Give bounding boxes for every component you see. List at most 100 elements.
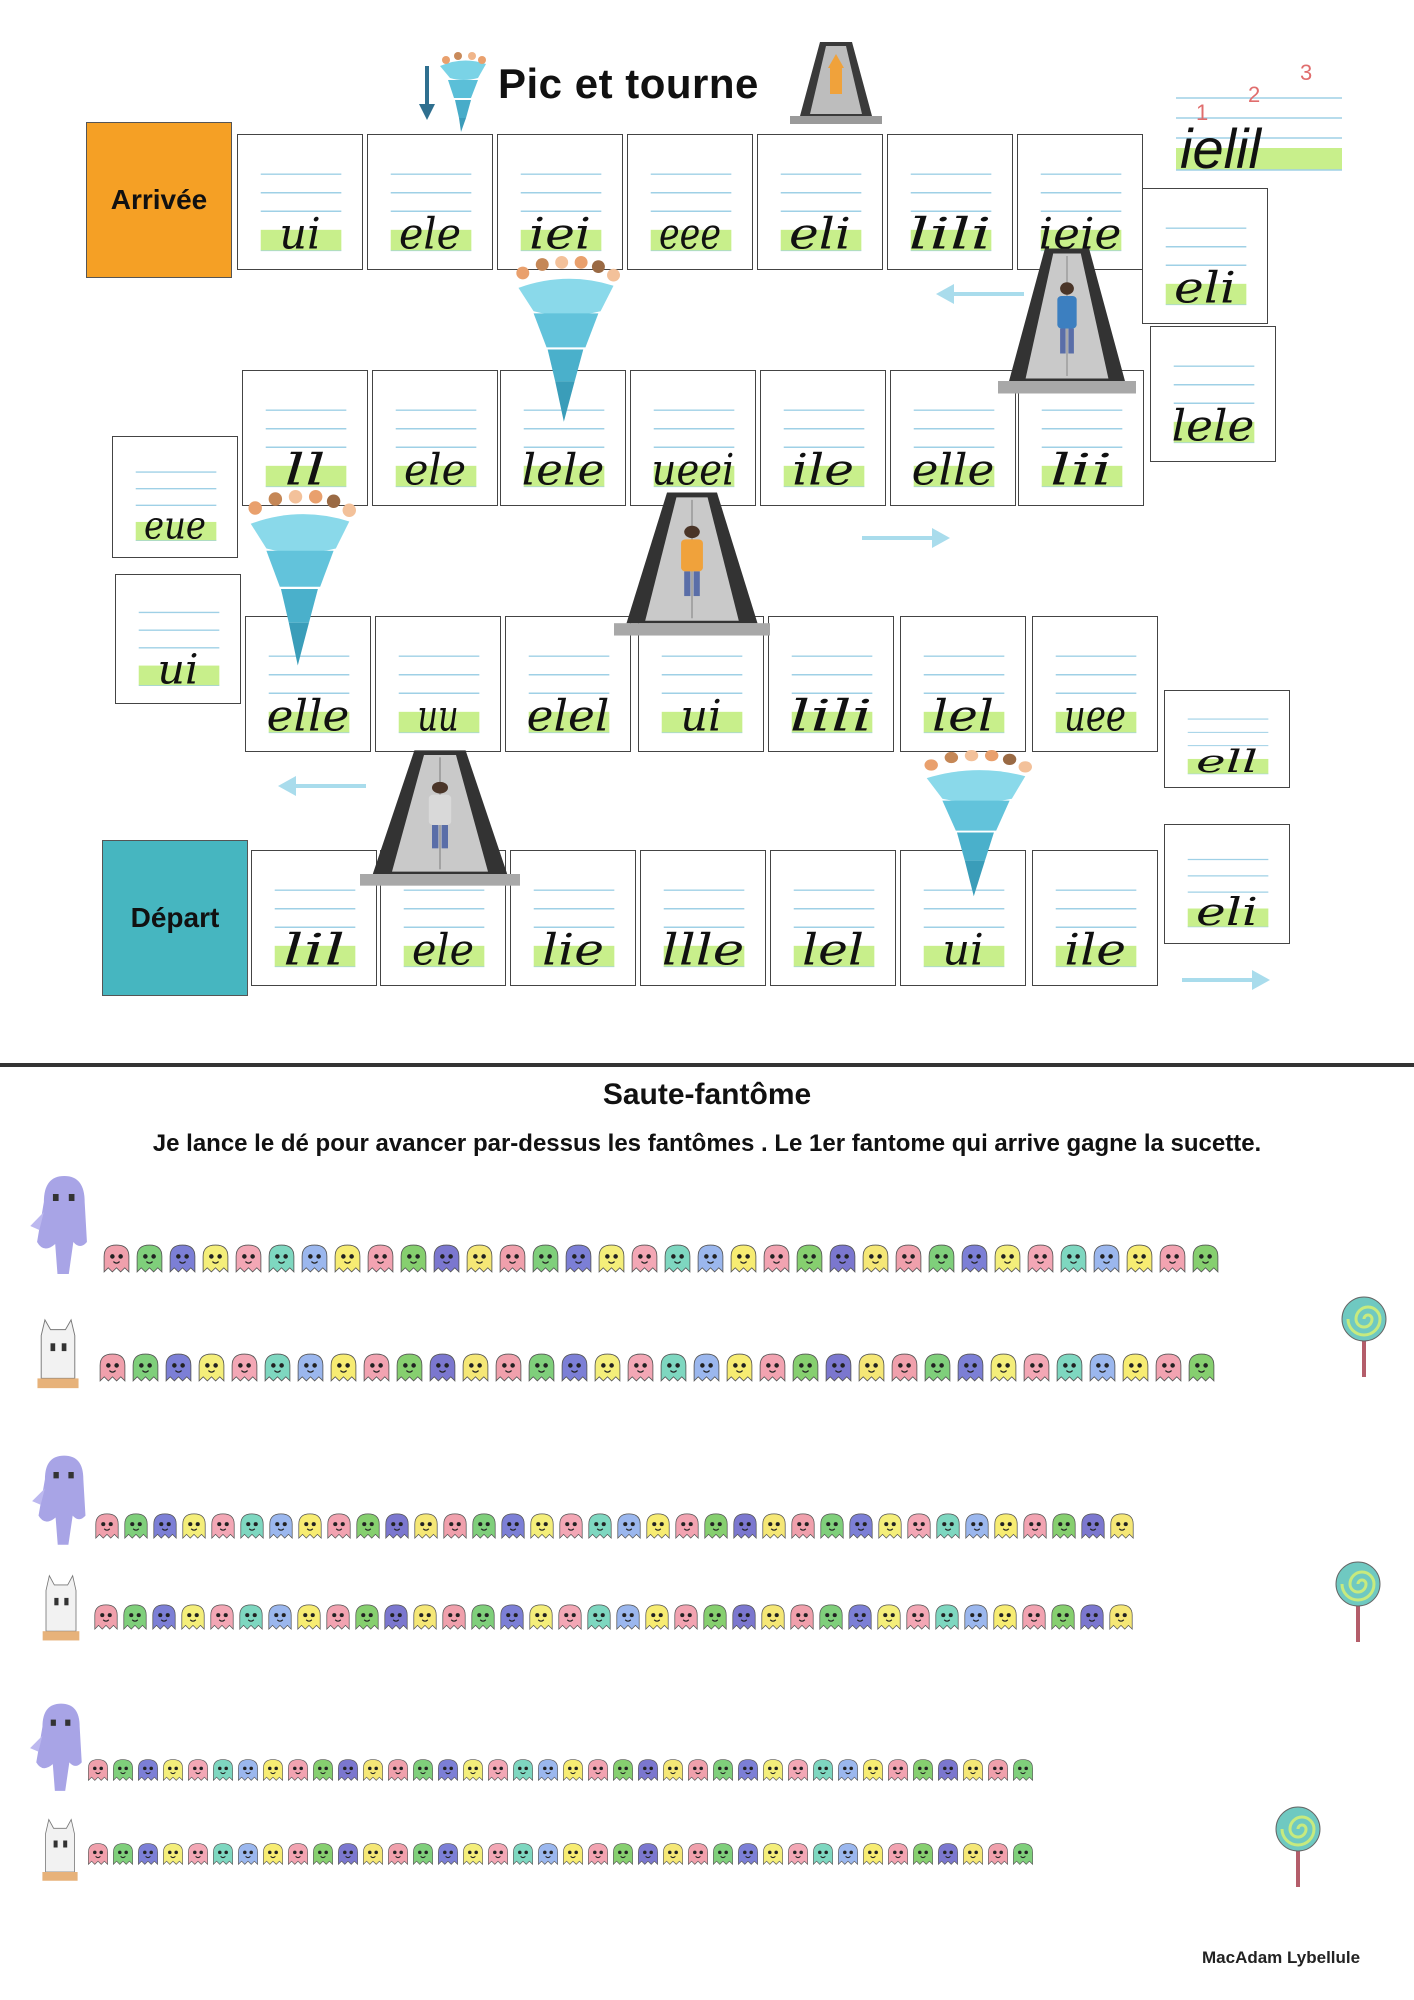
ghost-space xyxy=(200,1243,231,1274)
ghost-space xyxy=(493,1352,524,1383)
ghost-game-instructions: Je lance le dé pour avancer par-dessus l… xyxy=(152,1130,1262,1157)
ghost-space xyxy=(151,1512,179,1540)
card-word: lele xyxy=(1172,401,1255,451)
ghost-space xyxy=(236,1758,260,1782)
board-card: ele xyxy=(372,370,498,506)
ghost-space xyxy=(295,1352,326,1383)
ghost-space xyxy=(818,1512,846,1540)
ghost-track xyxy=(97,1352,1217,1383)
ghost-space xyxy=(728,1243,759,1274)
ghost-space xyxy=(1011,1842,1035,1866)
ghost-space xyxy=(365,1243,396,1274)
ghost-space xyxy=(196,1352,227,1383)
board-card: eue xyxy=(112,436,238,558)
card-word: elle xyxy=(267,691,350,741)
ghost-space xyxy=(229,1352,260,1383)
ghost-space xyxy=(179,1603,207,1631)
ghost-space xyxy=(461,1842,485,1866)
ghost-space xyxy=(936,1758,960,1782)
ghost-space xyxy=(267,1512,295,1540)
board-card: ele xyxy=(367,134,493,270)
ghost-space xyxy=(383,1512,411,1540)
ghost-space xyxy=(893,1243,924,1274)
ghost-space xyxy=(436,1842,460,1866)
ghost-space xyxy=(299,1243,330,1274)
ghost-space xyxy=(686,1758,710,1782)
ghost-space xyxy=(691,1352,722,1383)
ghost-space xyxy=(661,1842,685,1866)
escalator-right-icon xyxy=(998,246,1136,396)
card-word: elle xyxy=(912,445,995,495)
ghost-space xyxy=(411,1758,435,1782)
depart-label: Départ xyxy=(130,902,220,933)
ghost-space xyxy=(238,1512,266,1540)
ghost-space xyxy=(934,1512,962,1540)
card-word: ile xyxy=(1064,925,1126,975)
card-word: ll xyxy=(284,445,325,495)
ghost-space xyxy=(644,1512,672,1540)
ghost-space xyxy=(586,1842,610,1866)
white-ghost-pawn-icon xyxy=(36,1816,84,1886)
ghost-space xyxy=(536,1842,560,1866)
ghost-space xyxy=(464,1243,495,1274)
board-card: llle xyxy=(640,850,766,986)
card-word: llle xyxy=(662,925,745,975)
ghost-space xyxy=(701,1603,729,1631)
board-card: ieie xyxy=(1017,134,1143,270)
ghost-space xyxy=(761,1243,792,1274)
ghost-space xyxy=(526,1352,557,1383)
brand-logo: MacAdam Lybellule xyxy=(1202,1948,1361,1967)
ghost-space xyxy=(111,1842,135,1866)
ghost-space xyxy=(470,1512,498,1540)
board-card: ui xyxy=(900,850,1026,986)
ghost-space xyxy=(325,1512,353,1540)
board-card: uu xyxy=(375,616,501,752)
ghost-space xyxy=(186,1842,210,1866)
ghost-space xyxy=(382,1603,410,1631)
ghost-space xyxy=(933,1603,961,1631)
ghost-space xyxy=(1107,1603,1135,1631)
white-ghost-pawn-icon xyxy=(36,1572,86,1646)
board-card: lel xyxy=(770,850,896,986)
board-card: lili xyxy=(768,616,894,752)
card-word: ele xyxy=(404,445,466,495)
card-word: lie xyxy=(542,925,604,975)
ghost-space xyxy=(311,1758,335,1782)
ghost-space xyxy=(398,1243,429,1274)
board-card: lele xyxy=(1150,326,1276,462)
ghost-space xyxy=(530,1243,561,1274)
guide-number-3: 3 xyxy=(1300,60,1312,85)
card-word: eee xyxy=(659,209,721,259)
card-word: ui xyxy=(157,645,198,693)
ghost-space xyxy=(427,1352,458,1383)
card-word: ell xyxy=(1196,743,1258,779)
board-card: lil xyxy=(251,850,377,986)
ghost-space xyxy=(1124,1243,1155,1274)
ghost-space xyxy=(161,1842,185,1866)
ghost-space xyxy=(361,1842,385,1866)
ghost-space xyxy=(788,1603,816,1631)
lollipop-icon-2 xyxy=(1332,1560,1384,1644)
ghost-space xyxy=(861,1842,885,1866)
arrow-left-icon xyxy=(934,282,1026,306)
ghost-space xyxy=(121,1603,149,1631)
board-card: ui xyxy=(638,616,764,752)
ghost-space xyxy=(811,1842,835,1866)
white-ghost-pawn-icon xyxy=(30,1316,86,1394)
ghost-space xyxy=(97,1352,128,1383)
ghost-space xyxy=(261,1758,285,1782)
ghost-space xyxy=(557,1512,585,1540)
card-word: ile xyxy=(792,445,854,495)
ghost-space xyxy=(286,1842,310,1866)
ghost-space xyxy=(236,1842,260,1866)
card-word: lili xyxy=(790,691,873,741)
ghost-space xyxy=(563,1243,594,1274)
ghost-space xyxy=(636,1842,660,1866)
card-word: eue xyxy=(144,503,206,548)
board-card: ui xyxy=(115,574,241,704)
lollipop-icon-1 xyxy=(1338,1295,1390,1379)
card-word: lel xyxy=(802,925,864,975)
board-card: iei xyxy=(497,134,623,270)
ghost-space xyxy=(827,1243,858,1274)
ghost-space xyxy=(962,1603,990,1631)
